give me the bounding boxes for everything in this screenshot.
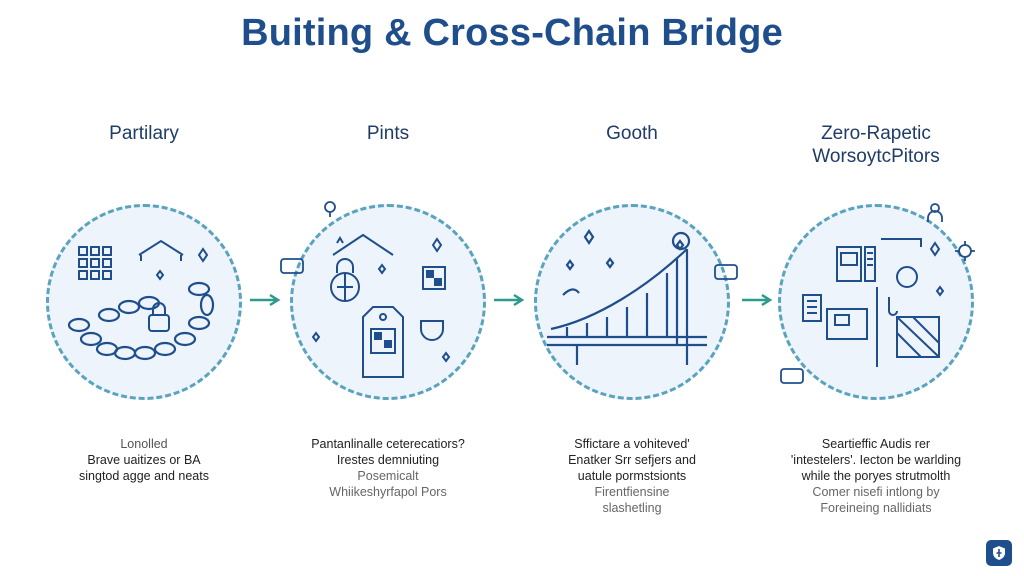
sparkle-icon — [197, 247, 209, 263]
stage-4-line-2: 'intestelers'. Iecton be warlding — [790, 453, 962, 467]
bird-icon — [562, 288, 580, 296]
gear-icon — [955, 241, 975, 261]
sparkle-icon — [929, 241, 941, 257]
arrow-right-icon — [494, 293, 525, 307]
stage-4-line-4: Comer nisefi intlong by — [812, 485, 940, 499]
stage-3-line-3: uatule pormstsionts — [577, 469, 687, 483]
server-icon — [864, 246, 876, 282]
qr-code-icon — [422, 266, 446, 290]
arrow-right-icon — [742, 293, 773, 307]
sparkle-icon — [431, 237, 443, 253]
stage-4: Zero-Rapetic WorsoytcPitors Seartieffic … — [756, 0, 996, 576]
stage-3: Gooth Sffictare a vohiteved' Enatker Srr… — [512, 0, 752, 576]
stage-1: Partilary — [24, 0, 264, 576]
stage-4-heading: Zero-Rapetic WorsoytcPitors — [756, 122, 996, 168]
roof-icon — [138, 239, 184, 256]
stage-1-circle — [46, 204, 242, 400]
ticket-icon — [780, 368, 804, 384]
stage-3-line-4: Firentfiensine — [594, 485, 670, 499]
token-security-illustration — [311, 233, 451, 378]
block-grid-icon — [78, 246, 112, 280]
shield-logo-icon — [993, 546, 1005, 560]
stage-2-line-2: Irestes demniuting — [336, 453, 440, 467]
audit-devices-illustration — [802, 238, 945, 367]
stage-1-heading: Partilary — [24, 122, 264, 145]
stage-3-heading: Gooth — [512, 122, 752, 145]
stage-3-line-5: slashetling — [602, 501, 662, 515]
workstation-icon — [826, 308, 868, 340]
roof-icon — [332, 233, 394, 256]
device-icon — [836, 246, 862, 282]
stage-4-line-3: while the poryes strutmolth — [801, 469, 951, 483]
lock-icon — [148, 314, 170, 332]
tag-icon — [362, 306, 404, 378]
coin-icon — [671, 231, 691, 251]
arrow-right-icon — [250, 293, 281, 307]
ticket-icon — [280, 258, 304, 274]
face-icon — [896, 266, 919, 288]
crate-icon — [896, 316, 940, 358]
stage-2-description: Pantanlinalle ceterecatiors? Irestes dem… — [268, 436, 508, 500]
stage-4-heading-line-1: Zero-Rapetic — [821, 123, 931, 144]
stage-1-line-3: singtod agge and neats — [79, 469, 209, 483]
stage-4-line-5: Foreineing nallidiats — [820, 501, 932, 515]
chain-links-illustration — [67, 239, 215, 361]
ticket-icon — [714, 264, 738, 280]
person-icon — [927, 203, 943, 222]
stage-1-line-1: Lonolled — [120, 437, 168, 451]
pin-icon — [324, 201, 336, 217]
stage-2-line-4: Whiikeshyrfapol Pors — [329, 485, 447, 499]
diagram-title: Buiting & Cross-Chain Bridge — [241, 12, 783, 54]
stage-1-description: Lonolled Brave uaitizes or BA singtod ag… — [24, 436, 264, 484]
hook-icon — [888, 297, 898, 316]
stage-4-line-1: Seartieffic Audis rer — [821, 437, 931, 451]
stage-2: Pints Pantanlinalle — [268, 0, 508, 576]
document-icon — [802, 294, 822, 322]
stage-1-line-2: Brave uaitizes or BA — [87, 453, 201, 467]
stage-4-circle — [778, 204, 974, 400]
sparkle-icon — [583, 229, 595, 245]
pipe-icon — [881, 238, 922, 247]
stage-2-line-1: Pantanlinalle ceterecatiors? — [311, 437, 465, 451]
stage-2-heading: Pints — [268, 122, 508, 145]
suspension-bridge-icon — [547, 231, 707, 365]
stage-3-line-2: Enatker Srr sefjers and — [568, 453, 696, 467]
stage-4-heading-line-2: WorsoytcPitors — [812, 146, 940, 167]
stage-4-description: Seartieffic Audis rer 'intestelers'. Iec… — [756, 436, 996, 516]
stage-3-description: Sffictare a vohiteved' Enatker Srr sefje… — [512, 436, 752, 516]
stage-3-heading-line-1: Gooth — [606, 123, 658, 144]
stage-1-heading-line-1: Partilary — [109, 123, 179, 144]
stage-2-line-3: Posemicalt — [357, 469, 419, 483]
stage-2-circle — [290, 204, 486, 400]
bowl-icon — [420, 320, 444, 341]
stage-2-heading-line-1: Pints — [366, 123, 410, 144]
brand-logo-badge — [986, 540, 1012, 566]
bridge-illustration — [547, 229, 707, 365]
stage-3-circle — [534, 204, 730, 400]
chain-icon — [67, 281, 215, 361]
tag-qr-icon — [370, 328, 396, 354]
stage-3-line-1: Sffictare a vohiteved' — [574, 437, 690, 451]
